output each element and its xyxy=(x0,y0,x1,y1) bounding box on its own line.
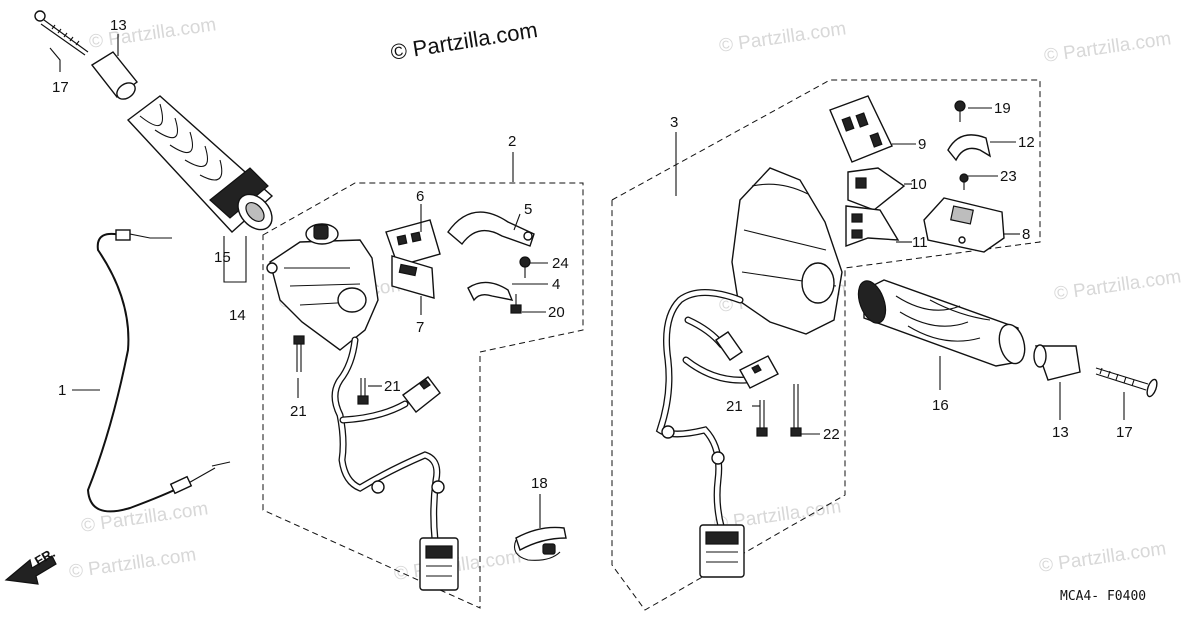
callout-21-left-b: 21 xyxy=(384,378,401,395)
callout-14: 14 xyxy=(229,307,246,324)
callout-24: 24 xyxy=(552,255,569,272)
callout-3: 3 xyxy=(670,114,678,131)
watermark: © Partzilla.com xyxy=(68,544,198,583)
leader-lines xyxy=(49,34,1125,528)
switch-plate-11 xyxy=(845,205,900,247)
callout-17-right: 17 xyxy=(1116,424,1133,441)
watermark: © Partzilla.com xyxy=(1043,28,1173,67)
screw-19 xyxy=(954,100,966,122)
watermark: © Partzilla.com xyxy=(1038,538,1168,577)
callout-20: 20 xyxy=(548,304,565,321)
watermark: © Partzilla.com xyxy=(88,14,218,53)
switch-plate-9 xyxy=(829,95,893,163)
callout-9: 9 xyxy=(918,136,926,153)
throttle-cable xyxy=(86,229,231,513)
connector-large-right xyxy=(699,524,745,578)
callout-21-left-a: 21 xyxy=(290,403,307,420)
grip-right xyxy=(857,279,1026,367)
watermark: © Partzilla.com xyxy=(80,498,210,537)
switch-clamp-12 xyxy=(947,134,992,162)
callout-13-right: 13 xyxy=(1052,424,1069,441)
switch-plate-7 xyxy=(391,255,435,299)
callout-23: 23 xyxy=(1000,168,1017,185)
callout-22: 22 xyxy=(823,426,840,443)
screw-23 xyxy=(959,173,969,190)
connector-small-right-b xyxy=(739,355,779,389)
grip-end-screw-left xyxy=(34,10,89,56)
callout-7: 7 xyxy=(416,319,424,336)
cable-tie-18 xyxy=(513,526,567,561)
callout-labels: 17 13 15 14 1 2 6 5 24 4 20 7 21 21 18 3… xyxy=(52,17,1133,492)
bolt-21-right xyxy=(756,400,768,437)
diagram-code: MCA4- F0400 xyxy=(1060,589,1146,604)
callout-19: 19 xyxy=(994,100,1011,117)
switch-unit-8 xyxy=(923,197,1005,253)
connector-large-left xyxy=(419,537,459,591)
bolt-21-left-a xyxy=(293,335,305,372)
switch-plate-10 xyxy=(847,167,906,211)
callout-11: 11 xyxy=(912,234,928,251)
callout-4: 4 xyxy=(552,276,560,293)
screw-20 xyxy=(510,294,522,314)
right-switch-housing xyxy=(731,167,843,335)
throttle-grip-left xyxy=(126,95,274,233)
grip-end-screw-right xyxy=(1095,367,1158,398)
connector-small-right-a xyxy=(715,331,743,361)
callout-1: 1 xyxy=(58,382,66,399)
callout-8: 8 xyxy=(1022,226,1030,243)
callout-2: 2 xyxy=(508,133,516,150)
callout-21-right: 21 xyxy=(726,398,743,415)
left-switch-housing xyxy=(266,223,379,351)
watermark: © Partzilla.com xyxy=(1053,266,1183,305)
callout-18: 18 xyxy=(531,475,548,492)
bar-end-weight-right xyxy=(1033,344,1081,381)
switch-clamp-4 xyxy=(467,281,514,302)
switch-clamp-5 xyxy=(447,211,535,247)
bolt-21-left-b xyxy=(357,378,369,405)
screw-24 xyxy=(519,256,531,278)
bar-end-weight-left xyxy=(90,51,138,100)
watermark-layer: © Partzilla.com © Partzilla.com © Partzi… xyxy=(68,14,1183,585)
switch-plate-6 xyxy=(385,219,441,267)
callout-15: 15 xyxy=(214,249,231,266)
front-direction-marker: FR. xyxy=(4,545,58,585)
callout-6: 6 xyxy=(416,188,424,205)
callout-13-left: 13 xyxy=(110,17,127,34)
main-watermark: © Partzilla.com xyxy=(389,17,539,65)
callout-10: 10 xyxy=(910,176,927,193)
callout-16: 16 xyxy=(932,397,949,414)
connector-small-left xyxy=(402,376,441,413)
callout-5: 5 xyxy=(524,201,532,218)
callout-12: 12 xyxy=(1018,134,1035,151)
watermark: © Partzilla.com xyxy=(718,18,848,57)
callout-17-left: 17 xyxy=(52,79,69,96)
bolt-22 xyxy=(790,384,802,437)
